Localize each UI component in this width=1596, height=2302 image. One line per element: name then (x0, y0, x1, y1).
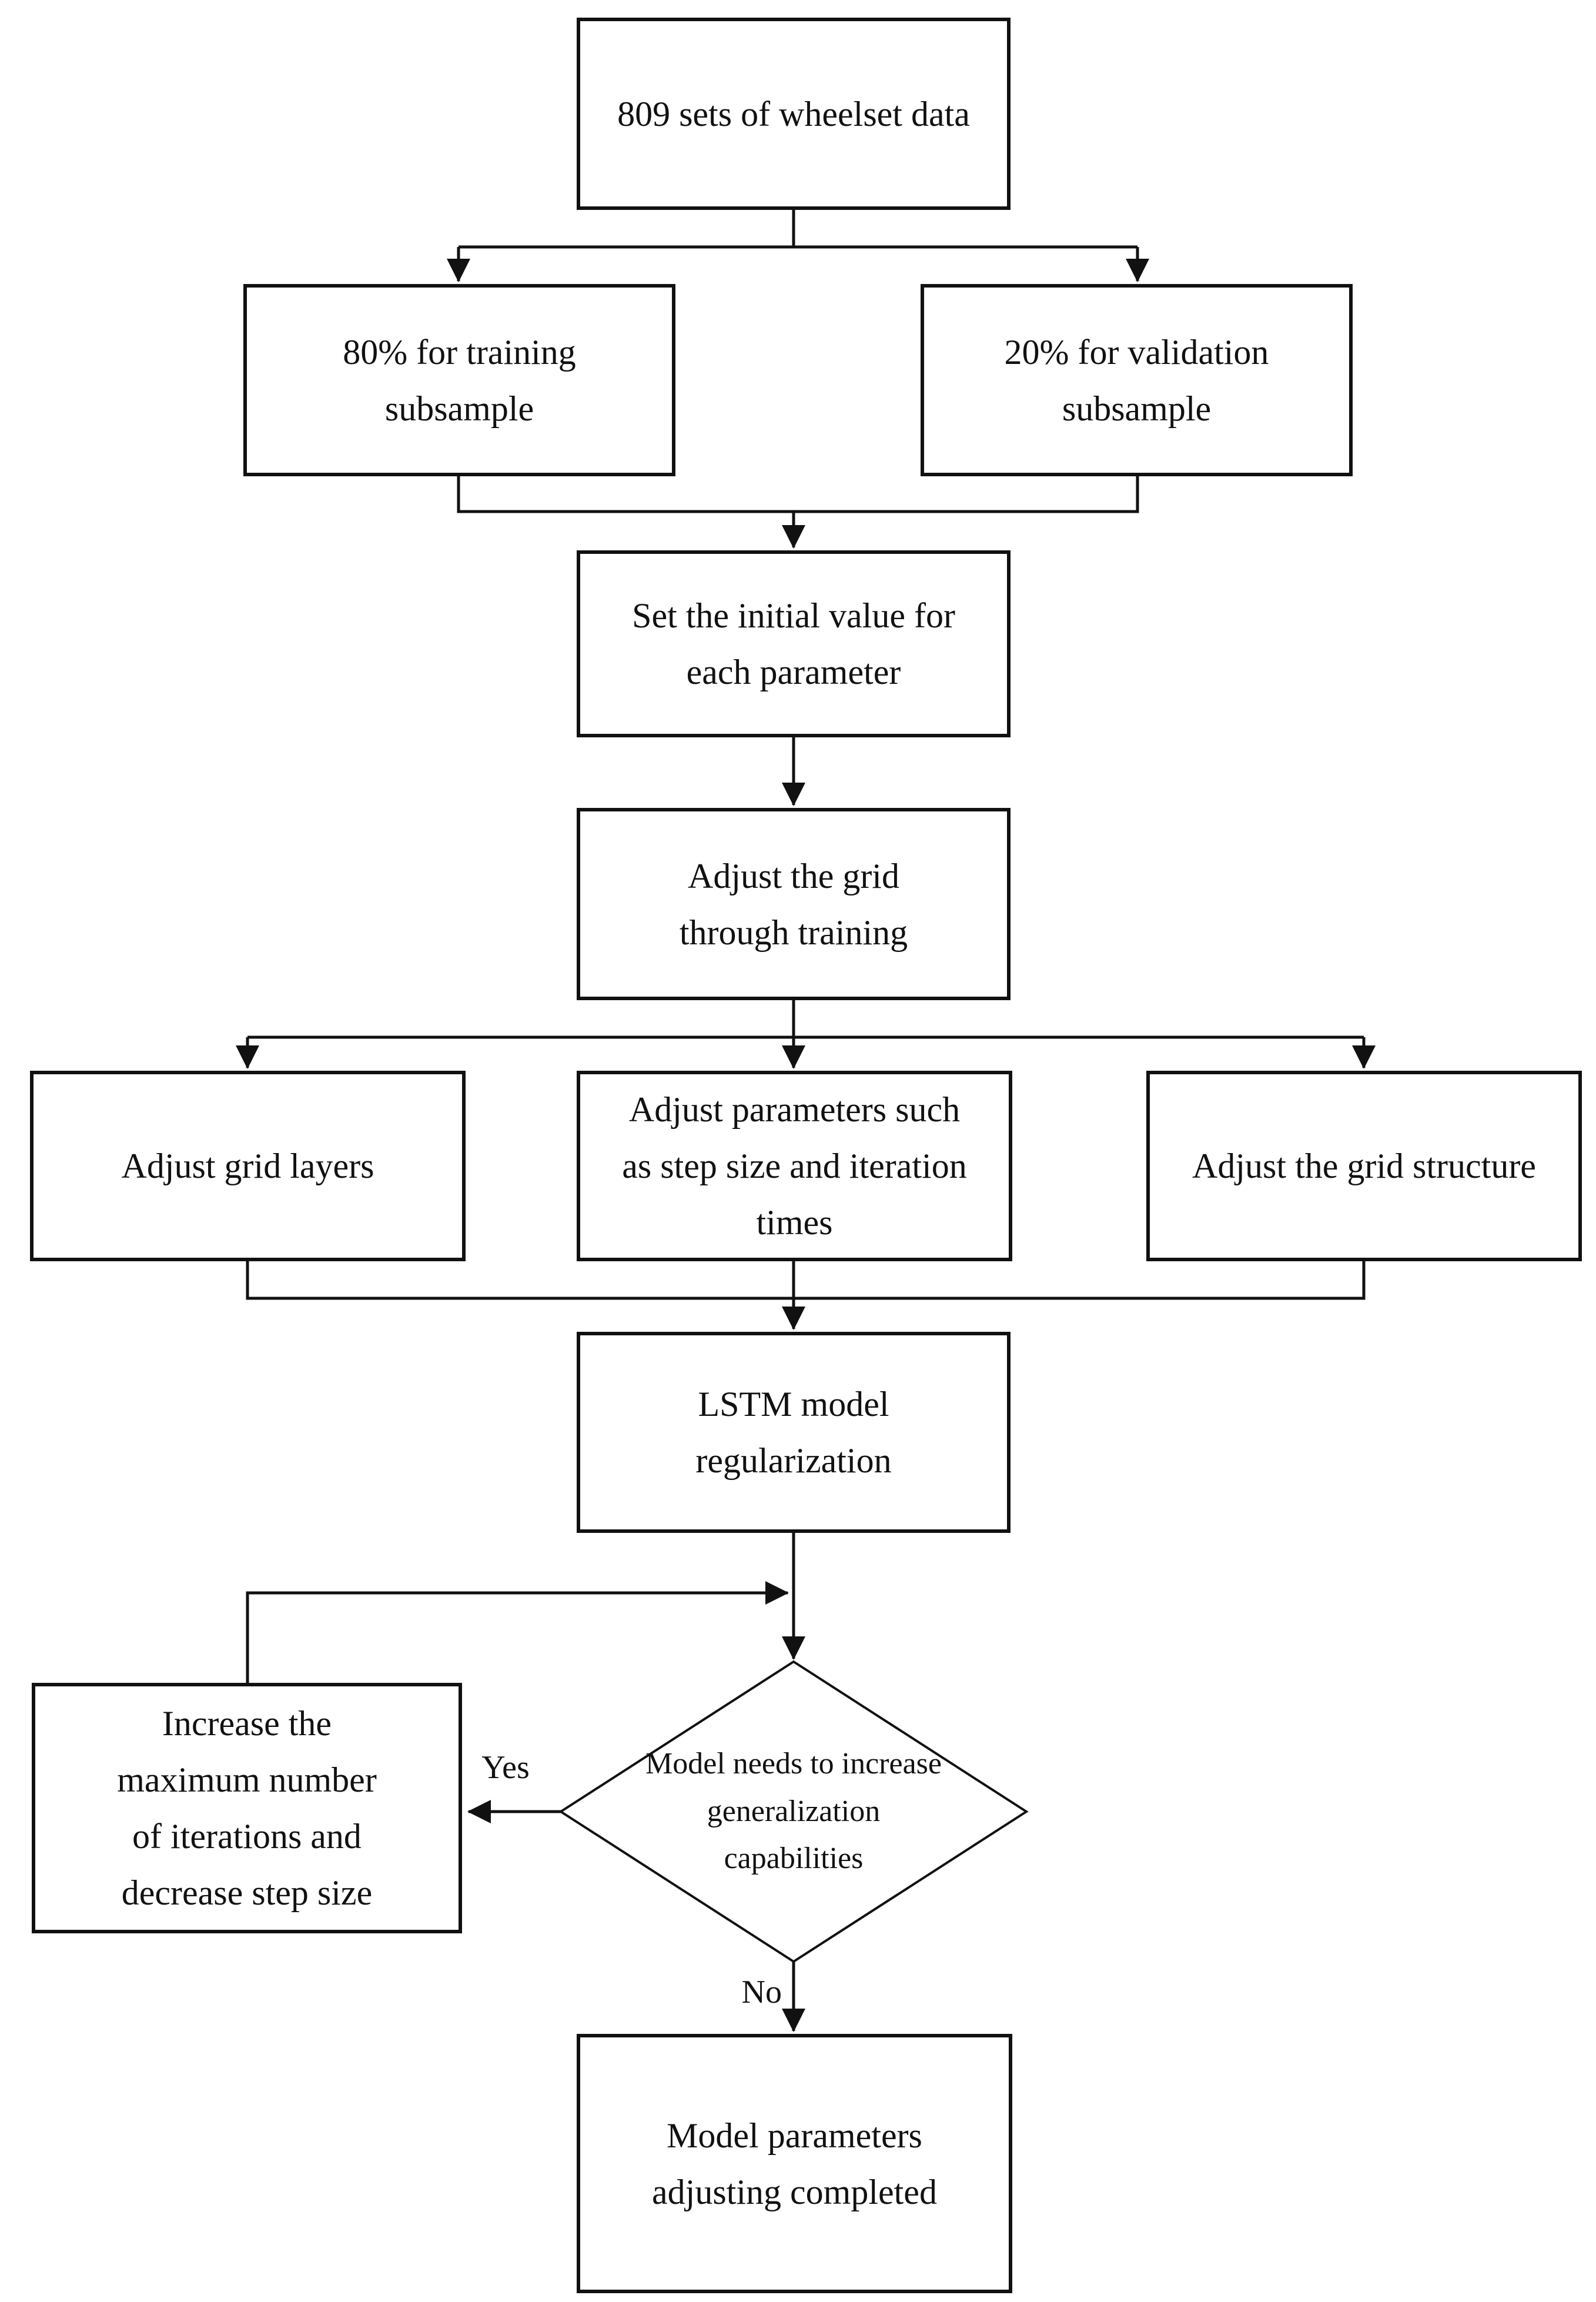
edge-label-no: No (741, 1974, 782, 2010)
node-set-initial-value-label: Set the initial value for each parameter (632, 596, 955, 691)
node-adjust-grid-training-label: Adjust the grid through training (679, 856, 908, 952)
node-adjust-parameters: Adjust parameters such as step size and … (577, 1071, 1012, 1261)
node-decision-generalization-label: Model needs to increase generalization c… (645, 1747, 942, 1876)
node-adjust-grid-layers: Adjust grid layers (30, 1071, 466, 1261)
node-increase-iterations: Increase the maximum number of iteration… (32, 1683, 462, 1933)
node-adjust-grid-training: Adjust the grid through training (577, 808, 1011, 1000)
node-adjust-grid-structure-label: Adjust the grid structure (1192, 1147, 1536, 1185)
edge-label-yes: Yes (481, 1749, 530, 1786)
flow-arrows (236, 210, 1376, 2033)
node-adjust-grid-structure: Adjust the grid structure (1146, 1071, 1582, 1261)
node-lstm-regularization-label: LSTM model regularization (695, 1385, 892, 1480)
node-model-completed: Model parameters adjusting completed (577, 2034, 1012, 2293)
node-adjust-grid-layers-label: Adjust grid layers (121, 1147, 374, 1185)
node-training-subsample-label: 80% for training subsample (343, 332, 576, 428)
node-validation-subsample-label: 20% for validation subsample (1004, 332, 1269, 428)
node-decision-generalization: Model needs to increase generalization c… (617, 1703, 970, 1920)
node-model-completed-label: Model parameters adjusting completed (652, 2116, 937, 2211)
node-set-initial-value: Set the initial value for each parameter (577, 550, 1011, 737)
node-training-subsample: 80% for training subsample (243, 284, 675, 476)
node-adjust-parameters-label: Adjust parameters such as step size and … (622, 1090, 967, 1242)
node-wheelset-data-label: 809 sets of wheelset data (617, 94, 970, 133)
node-validation-subsample: 20% for validation subsample (921, 284, 1353, 476)
node-lstm-regularization: LSTM model regularization (577, 1332, 1011, 1533)
node-wheelset-data: 809 sets of wheelset data (577, 18, 1011, 210)
node-increase-iterations-label: Increase the maximum number of iteration… (117, 1704, 377, 1912)
